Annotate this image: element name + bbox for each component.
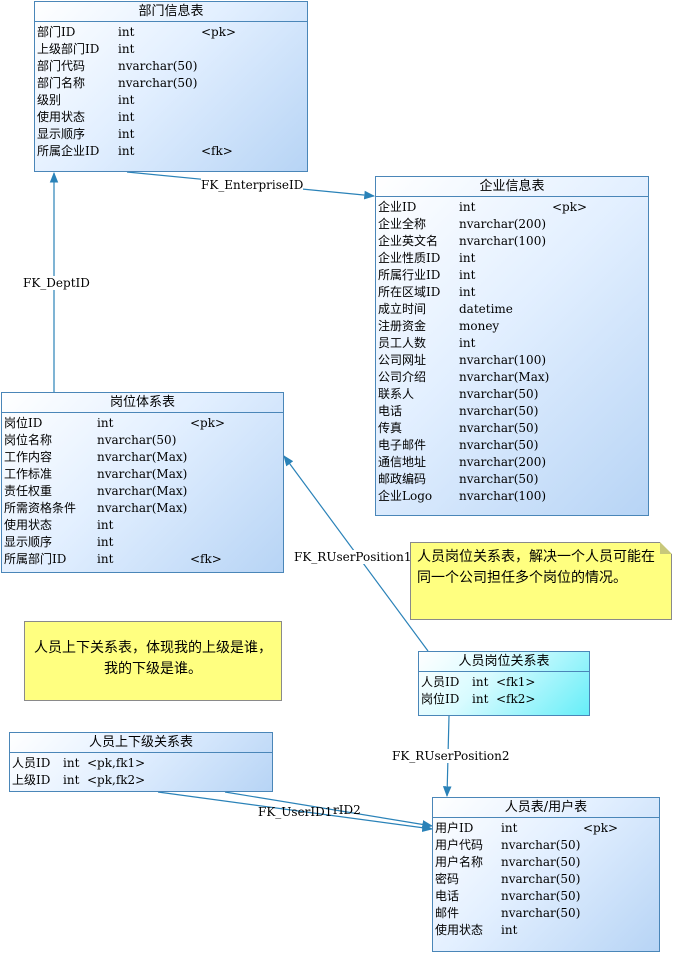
label-fk-userid1: FK_UserID1 xyxy=(258,805,333,819)
label-fk-userid2-fragment: rID2 xyxy=(333,803,361,817)
note-text: 人员岗位关系表，解决一个人员可能在同一个公司担任多个岗位的情况。 xyxy=(417,549,655,586)
note-user-position: 人员岗位关系表，解决一个人员可能在同一个公司担任多个岗位的情况。 xyxy=(410,542,672,620)
entity-title: 部门信息表 xyxy=(35,2,307,22)
label-fk-ruserposition1: FK_RUserPosition1 xyxy=(294,550,412,564)
entity-title: 人员岗位关系表 xyxy=(419,652,589,672)
entity-title: 人员表/用户表 xyxy=(433,798,659,818)
fk-userid1-line[interactable] xyxy=(157,791,434,832)
note-text: 人员上下关系表，体现我的上级是谁，我的下级是谁。 xyxy=(34,640,272,677)
entity-title: 企业信息表 xyxy=(376,177,648,197)
fk-userid2-line[interactable] xyxy=(224,791,434,829)
entity-title: 人员上下级关系表 xyxy=(10,733,272,753)
entity-title: 岗位体系表 xyxy=(2,393,283,413)
label-fk-ruserposition2: FK_RUserPosition2 xyxy=(392,749,510,763)
label-fk-dept: FK_DeptID xyxy=(23,276,90,290)
note-fold-corner xyxy=(660,542,672,554)
note-user-relation: 人员上下关系表，体现我的上级是谁，我的下级是谁。 xyxy=(24,621,282,701)
label-fk-enterprise: FK_EnterpriseID xyxy=(201,178,304,192)
